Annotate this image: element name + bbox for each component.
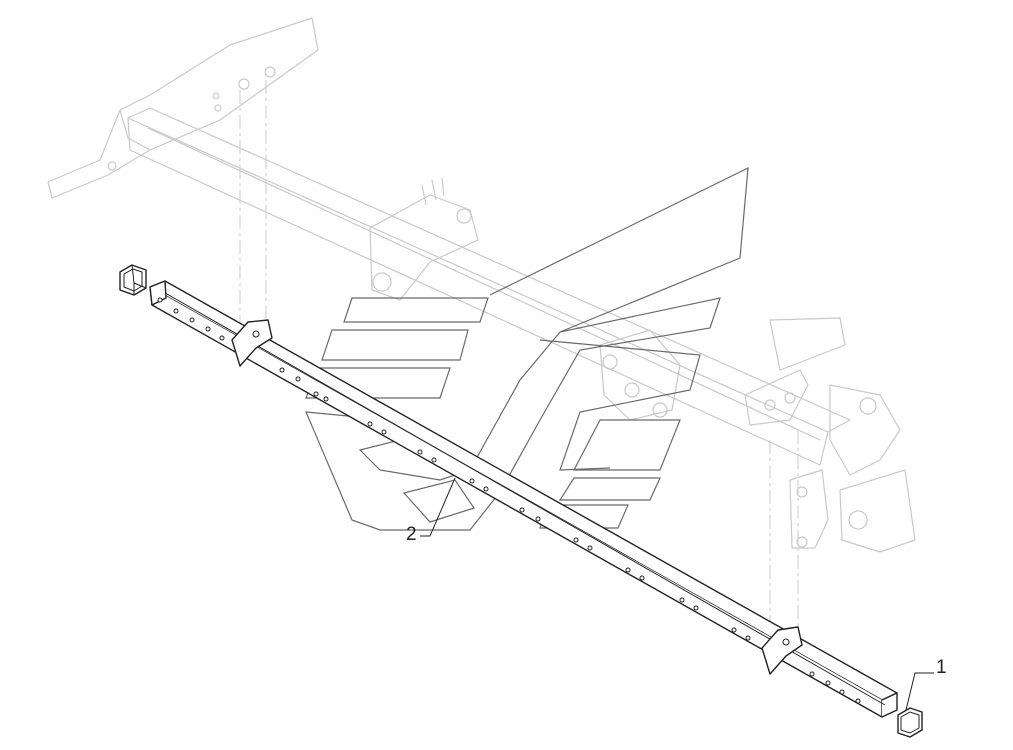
callout-2: 2: [406, 477, 456, 545]
leader-line-1: [905, 672, 934, 711]
leader-line-2: [420, 477, 456, 537]
part-2-tube-beam[interactable]: [149, 280, 898, 718]
callout-label-1: 1: [936, 657, 947, 678]
callout-1: 1: [905, 657, 947, 711]
frame-background: [47, 17, 916, 640]
part-1-end-cap-left[interactable]: [119, 264, 147, 296]
beam-holes: [157, 297, 861, 704]
part-1-end-cap-right[interactable]: [897, 707, 923, 738]
brand-logo-icon: [305, 166, 749, 531]
callout-label-2: 2: [406, 524, 417, 545]
